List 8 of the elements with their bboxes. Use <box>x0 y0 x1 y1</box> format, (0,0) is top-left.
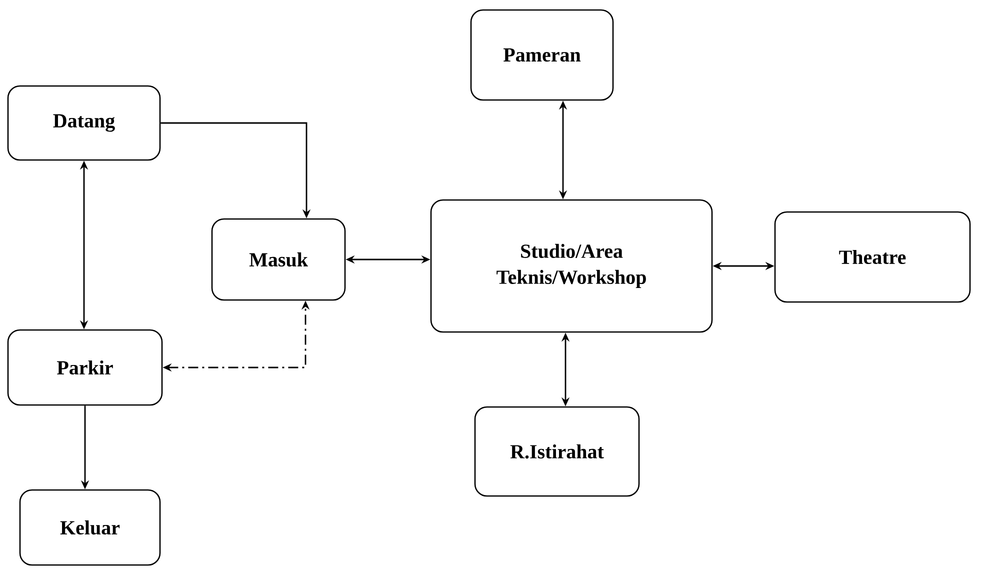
process-box: Keluar <box>19 489 161 566</box>
process-box: Theatre <box>774 211 971 303</box>
process-box: Datang <box>7 85 161 161</box>
process-box: Parkir <box>7 329 163 406</box>
process-box: R.Istirahat <box>474 406 640 497</box>
process-box: Masuk <box>211 218 346 301</box>
process-box: Studio/Area Teknis/Workshop <box>430 199 713 333</box>
process-box: Pameran <box>470 9 614 101</box>
